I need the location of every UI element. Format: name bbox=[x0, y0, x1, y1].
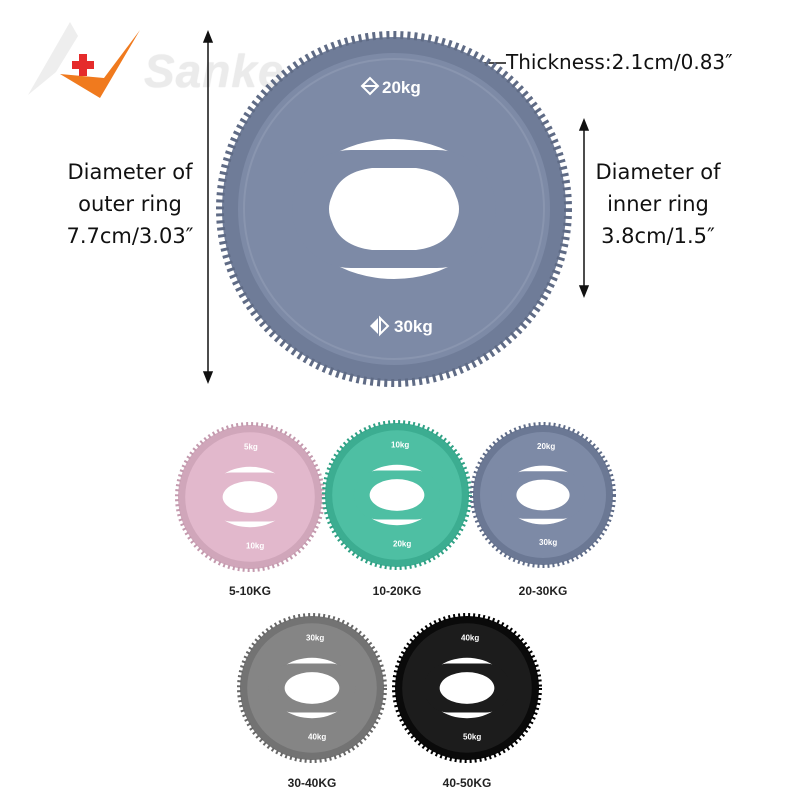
variant-top-label-3: 20kg bbox=[537, 442, 555, 451]
variant-ring-1: 5kg 10kg bbox=[175, 422, 325, 572]
variant-bottom-label-2: 20kg bbox=[393, 540, 411, 549]
variant-caption-1: 5-10KG bbox=[228, 584, 272, 598]
variant-bottom-label-1: 10kg bbox=[246, 542, 264, 551]
logo-grey-stroke bbox=[28, 22, 78, 95]
brand-logo-text: Sanke bbox=[144, 45, 285, 97]
logo-cross-icon bbox=[72, 54, 94, 76]
variant-caption-5: 40-50KG bbox=[442, 776, 492, 790]
variant-caption-2: 10-20KG bbox=[372, 584, 422, 598]
main-ring-top-label: 20kg bbox=[382, 78, 421, 97]
variant-bottom-label-3: 30kg bbox=[539, 538, 557, 547]
variant-bottom-label-4: 40kg bbox=[308, 733, 326, 742]
variant-ring-5: 40kg 50kg bbox=[392, 613, 542, 763]
left-right-arrow-icon bbox=[370, 318, 378, 334]
inner-ring-label: Diameter of inner ring 3.8cm/1.5″ bbox=[595, 160, 721, 248]
variant-top-label-1: 5kg bbox=[244, 442, 258, 451]
variant-top-label-4: 30kg bbox=[306, 633, 324, 642]
thickness-label: Thickness:2.1cm/0.83″ bbox=[506, 50, 733, 74]
dimension-lines bbox=[202, 29, 590, 385]
variant-ring-4: 30kg 40kg bbox=[237, 613, 387, 763]
logo-check-icon bbox=[60, 30, 140, 98]
variant-bottom-label-5: 50kg bbox=[463, 733, 481, 742]
outer-ring-label: Diameter of outer ring 7.7cm/3.03″ bbox=[66, 160, 194, 248]
variant-caption-4: 30-40KG bbox=[287, 776, 337, 790]
main-ring-bottom-label: 30kg bbox=[394, 317, 433, 336]
main-ring bbox=[216, 31, 572, 387]
variant-caption-3: 20-30KG bbox=[518, 584, 568, 598]
variant-top-label-5: 40kg bbox=[461, 633, 479, 642]
variant-ring-2: 10kg 20kg bbox=[322, 420, 472, 570]
variant-ring-3: 20kg 30kg bbox=[470, 422, 616, 568]
variant-top-label-2: 10kg bbox=[391, 440, 409, 449]
